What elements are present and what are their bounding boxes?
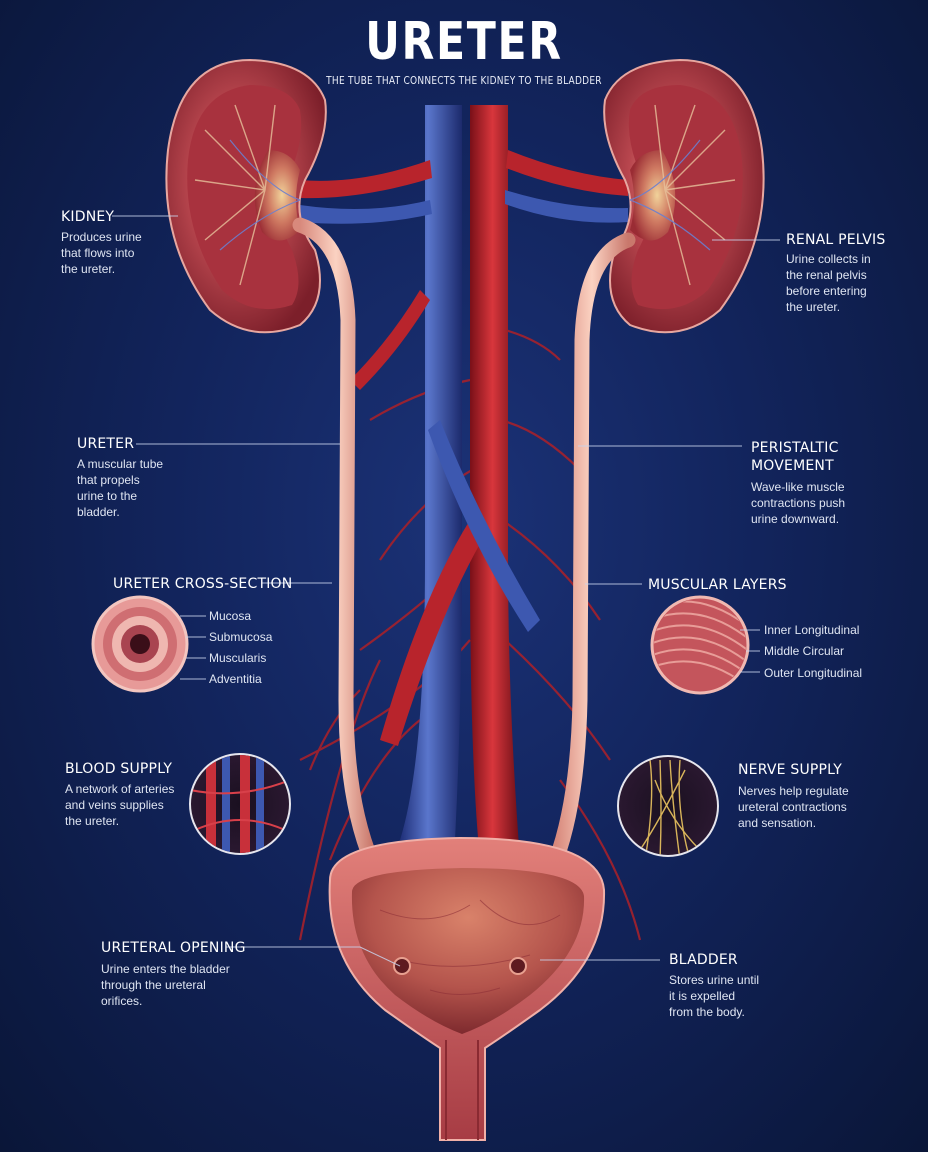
page-title: URETER [365, 12, 563, 72]
cross-section-label: URETER CROSS-SECTION [113, 576, 293, 592]
kidney-label: KIDNEY [61, 209, 115, 225]
blood-supply-image [189, 753, 291, 855]
layer-adventitia: Adventitia [209, 672, 262, 686]
page-subtitle: THE TUBE THAT CONNECTS THE KIDNEY TO THE… [326, 74, 602, 87]
layer-middle-circular: Middle Circular [764, 644, 845, 658]
layer-inner-longitudinal: Inner Longitudinal [764, 623, 860, 637]
renal-pelvis-label: RENAL PELVIS [786, 232, 886, 248]
layer-muscularis: Muscularis [209, 651, 267, 665]
ureteral-opening-label: URETERAL OPENING [101, 940, 246, 956]
nerve-supply-image [617, 755, 719, 857]
blood-supply-label: BLOOD SUPPLY [65, 761, 173, 777]
cross-section-image [91, 595, 189, 693]
layer-mucosa: Mucosa [209, 609, 252, 623]
muscular-layers-image [650, 595, 750, 695]
layer-outer-longitudinal: Outer Longitudinal [764, 666, 863, 680]
ureter-label: URETER [77, 436, 135, 452]
muscular-layers-label: MUSCULAR LAYERS [648, 577, 787, 593]
nerve-supply-label: NERVE SUPPLY [738, 762, 843, 778]
bladder-label: BLADDER [669, 952, 738, 968]
layer-submucosa: Submucosa [209, 630, 273, 644]
